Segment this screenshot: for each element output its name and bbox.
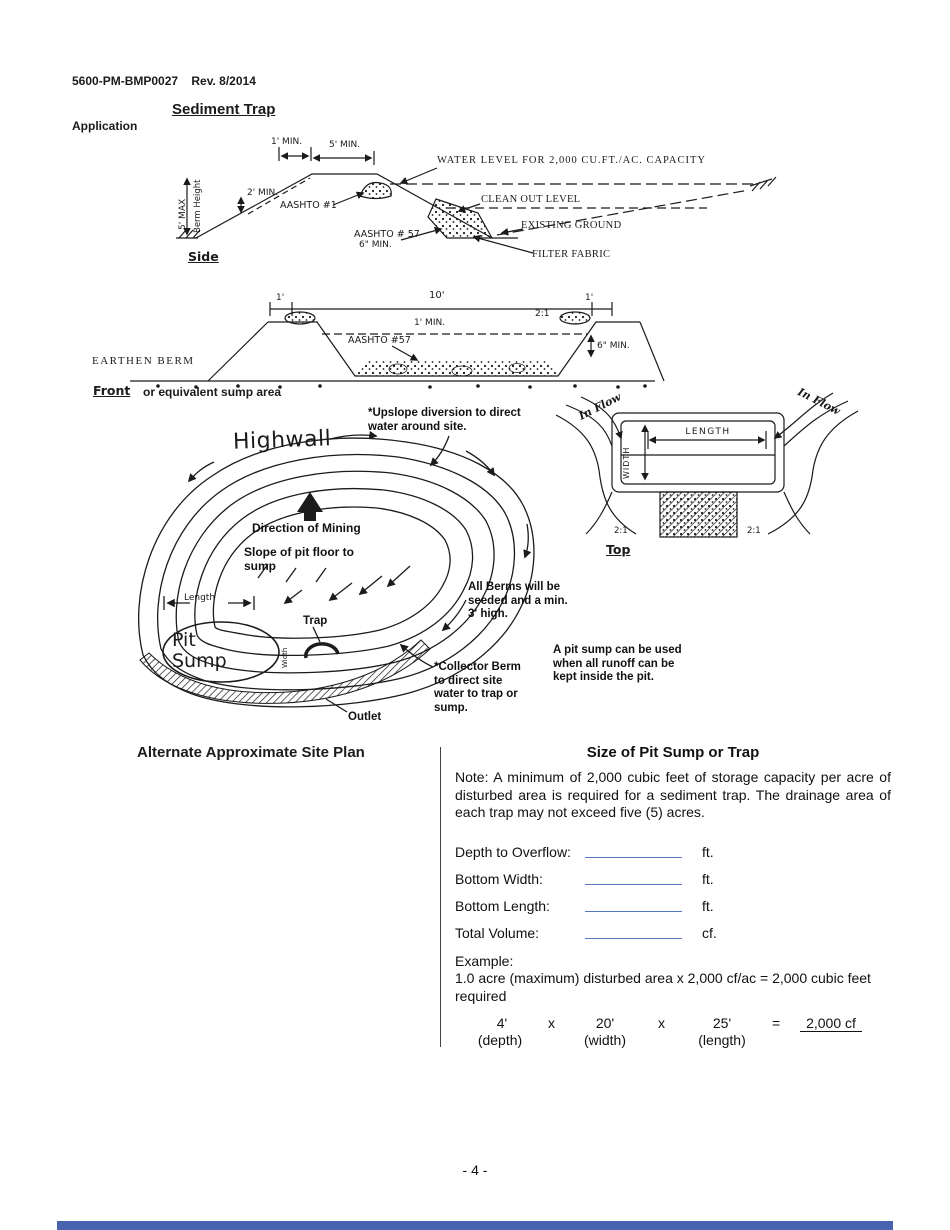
front-dim-1-right-label: 1'	[585, 293, 594, 303]
highwall-label: Highwall	[232, 426, 332, 455]
side-dim-5min-label: 5' MIN.	[329, 140, 361, 150]
side-aashto57-label: AASHTO # 57	[354, 229, 420, 240]
side-5max-label: 5' MAX	[178, 198, 188, 230]
field-row: Total Volume: cf.	[455, 914, 891, 941]
front-view-drawing	[130, 302, 665, 389]
example-width-value: 20'	[595, 1014, 615, 1031]
doc-type: Application	[72, 119, 138, 133]
front-earthen-berm-label: EARTHEN BERM	[92, 355, 195, 367]
example-length-value: 25'	[712, 1014, 732, 1031]
field-label-bottom-length: Bottom Length:	[455, 897, 550, 914]
front-aashto57-label: AASHTO #57	[348, 335, 411, 346]
direction-of-mining-label: Direction of Mining	[252, 521, 361, 535]
front-dim-10-label: 10'	[429, 290, 445, 301]
site-plan-drawing	[138, 430, 535, 713]
top-view-drawing	[555, 392, 859, 538]
berms-note: All Berms will be seeded and a min. 3' h…	[468, 581, 568, 621]
front-caption-suffix: or equivalent sump area	[143, 385, 282, 399]
front-dim-1min-label: 1' MIN.	[414, 318, 446, 328]
slope-note: Slope of pit floor to sump	[244, 545, 354, 574]
doc-header: 5600-PM-BMP0027 Rev. 8/2014 Application	[72, 44, 256, 164]
field-unit: ft.	[702, 897, 714, 914]
field-label-total-volume: Total Volume:	[455, 924, 540, 941]
page-title: Sediment Trap	[172, 101, 276, 118]
collector-note: *Collector Berm to direct site water to …	[434, 661, 521, 714]
top-caption: Top	[606, 542, 631, 557]
pit-sump-note: A pit sump can be used when all runoff c…	[553, 644, 682, 684]
bottom-length-input[interactable]	[585, 894, 682, 912]
top-width-label: WIDTH	[622, 446, 631, 479]
side-view-drawing	[176, 147, 777, 254]
note-paragraph: Note: A minimum of 2,000 cubic feet of s…	[455, 768, 891, 821]
side-existing-ground-label: EXISTING GROUND	[521, 220, 622, 231]
trap-label: Trap	[303, 615, 328, 627]
column-divider	[440, 747, 442, 1047]
bottom-blue-bar	[57, 1221, 893, 1230]
total-volume-input[interactable]	[585, 921, 682, 939]
left-heading: Alternate Approximate Site Plan	[137, 744, 365, 761]
example-text: 1.0 acre (maximum) disturbed area x 2,00…	[455, 970, 871, 1005]
page-number: - 4 -	[462, 1162, 488, 1178]
side-caption: Side	[188, 249, 219, 264]
outlet-label: Outlet	[348, 711, 382, 723]
side-6min-label: 6" MIN.	[359, 240, 392, 250]
length-label: Length	[184, 593, 216, 603]
side-dim-1min-label: 1' MIN.	[271, 137, 303, 147]
upslope-note: *Upslope diversion to direct water aroun…	[368, 407, 521, 433]
multiply-sign: x	[658, 1014, 665, 1031]
side-filter-fabric-label: FILTER FABRIC	[532, 249, 611, 260]
example-caption-length: (length)	[698, 1031, 746, 1048]
size-fields: Depth to Overflow: ft. Bottom Width: ft.…	[455, 833, 891, 941]
side-water-level-label: WATER LEVEL FOR 2,000 CU.FT./AC. CAPACIT…	[437, 155, 707, 166]
field-label-depth: Depth to Overflow:	[455, 843, 571, 860]
multiply-sign: x	[548, 1014, 555, 1031]
front-slope-label: 2:1	[535, 309, 550, 319]
field-row: Depth to Overflow: ft.	[455, 833, 891, 860]
top-slope-right-label: 2:1	[747, 526, 761, 536]
side-berm-height-label: Berm Height	[193, 179, 203, 234]
field-unit: cf.	[702, 924, 717, 941]
example-caption-depth: (depth)	[477, 1031, 523, 1048]
depth-to-overflow-input[interactable]	[585, 840, 682, 858]
front-6min-label: 6" MIN.	[597, 341, 630, 351]
doc-number: 5600-PM-BMP0027 Rev. 8/2014	[72, 74, 256, 88]
top-slope-left-label: 2:1	[614, 526, 628, 536]
example-depth-value: 4'	[496, 1014, 508, 1031]
width-label: Width	[281, 647, 289, 668]
field-label-bottom-width: Bottom Width:	[455, 870, 543, 887]
field-row: Bottom Length: ft.	[455, 887, 891, 914]
example-result: 2,000 cf	[800, 1015, 862, 1032]
top-length-label: LENGTH	[685, 427, 731, 437]
side-dim-2min-label: 2' MIN.	[247, 188, 279, 198]
example-label: Example:	[455, 952, 514, 969]
side-aashto1-label: AASHTO #1	[280, 200, 337, 211]
equals-sign: =	[772, 1014, 781, 1031]
right-heading: Size of Pit Sump or Trap	[586, 744, 760, 761]
example-calculation: 4' x 20' x 25' = 2,000 cf (depth) (width…	[455, 1015, 891, 1055]
front-dim-1-left-label: 1'	[276, 293, 285, 303]
bottom-width-input[interactable]	[585, 867, 682, 885]
pit-sump-label: Pit Sump	[172, 629, 227, 673]
field-row: Bottom Width: ft.	[455, 860, 891, 887]
front-caption: Front	[93, 383, 131, 398]
field-unit: ft.	[702, 870, 714, 887]
side-cleanout-label: CLEAN OUT LEVEL	[481, 194, 581, 205]
form-column: Size of Pit Sump or Trap Note: A minimum…	[455, 744, 891, 1055]
field-unit: ft.	[702, 843, 714, 860]
example-caption-width: (width)	[583, 1031, 626, 1048]
